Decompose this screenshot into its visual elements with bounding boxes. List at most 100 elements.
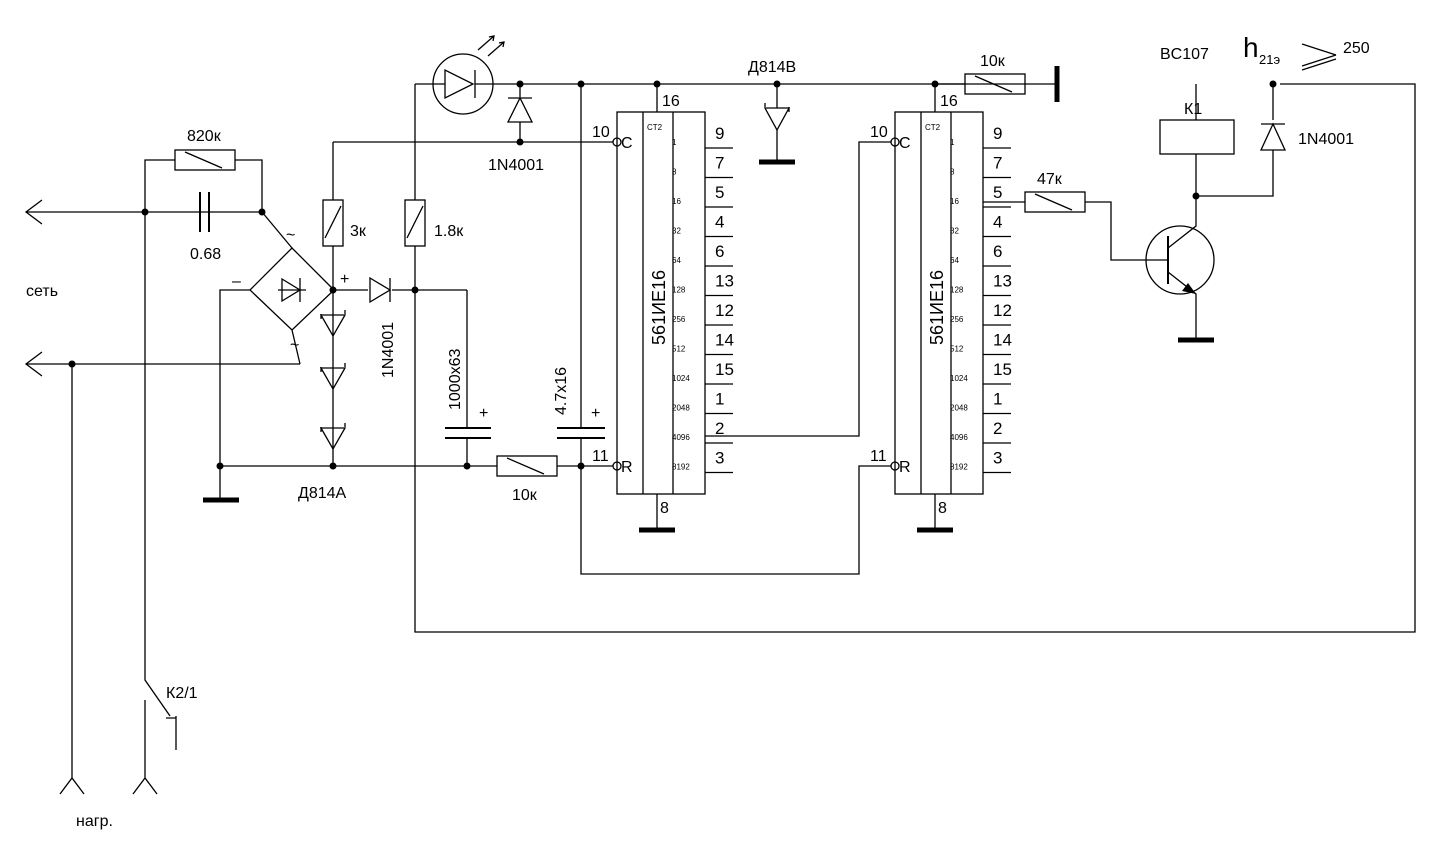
diode-1n4001-top: 1N4001 xyxy=(488,84,544,174)
resistor-10k-top-label: 10к xyxy=(980,53,1006,70)
chip1-pin-0: 9 xyxy=(715,124,724,143)
chip2-pin-5: 13 xyxy=(993,272,1012,291)
diode-relay-label: 1N4001 xyxy=(1298,131,1354,148)
chip2-weight-10: 4096 xyxy=(950,433,968,442)
capacitor-1000: 1000x63 + xyxy=(445,290,491,466)
diode-bridge: ~ ~ + – xyxy=(232,211,349,365)
capacitor-4-7: 4.7x16 + xyxy=(553,84,891,575)
chip1-weight-7: 512 xyxy=(672,345,686,354)
chip2-pin-r-num: 11 xyxy=(870,448,887,465)
mains-input: сеть xyxy=(24,199,300,377)
chip1-pin-c: C xyxy=(621,135,633,152)
bridge-minus: – xyxy=(232,273,241,290)
resistor-10k-bottom-label: 10к xyxy=(512,487,538,504)
chip1-pin-vdd: 16 xyxy=(662,93,680,110)
chip1-pin-r-num: 11 xyxy=(592,448,609,465)
chip1-pin-5: 13 xyxy=(715,272,734,291)
chip1-weight-10: 4096 xyxy=(672,433,690,442)
capacitor-4-7-plus: + xyxy=(591,405,600,422)
chip2-pin-c: C xyxy=(899,135,911,152)
chip2-pin-2: 5 xyxy=(993,183,1002,202)
gain-value: 250 xyxy=(1343,40,1370,57)
resistor-3k-label: 3к xyxy=(350,223,367,240)
capacitor-068: 0.68 xyxy=(190,192,221,263)
chip2-pin-6: 12 xyxy=(993,301,1012,320)
chip2-pin-10: 2 xyxy=(993,419,1002,438)
chip2-weight-0: 1 xyxy=(950,138,955,147)
zener-d814a-label: Д814А xyxy=(298,485,347,502)
chip1-pin-c-num: 10 xyxy=(592,124,610,141)
relay-k1: К1 xyxy=(1159,84,1274,197)
chip2-pin-c-num: 10 xyxy=(870,124,888,141)
chip2-weight-9: 2048 xyxy=(950,404,968,413)
chip2-pin-gnd: 8 xyxy=(938,500,947,517)
chip1-pin-gnd: 8 xyxy=(660,500,669,517)
capacitor-4-7-label: 4.7x16 xyxy=(553,367,570,415)
zener-d814a: Д814А xyxy=(298,290,347,502)
chip1-pin-1: 7 xyxy=(715,154,724,173)
capacitor-068-label: 0.68 xyxy=(190,246,221,263)
diode-1n4001-series: 1N4001 xyxy=(333,276,467,378)
diode-top-label: 1N4001 xyxy=(488,157,544,174)
chip2-pin-4: 6 xyxy=(993,242,1002,261)
bridge-plus: + xyxy=(340,271,349,288)
chip1-pin-9: 1 xyxy=(715,390,724,409)
resistor-820k: 820к xyxy=(144,128,263,212)
chip2-pin-9: 1 xyxy=(993,390,1002,409)
load-label: нагр. xyxy=(76,813,113,830)
chip1-weight-8: 1024 xyxy=(672,374,690,383)
transistor-label: BC107 xyxy=(1160,46,1209,63)
chip1-type: CT2 xyxy=(647,123,663,132)
chip2-weight-3: 32 xyxy=(950,227,959,236)
chip2-weight-2: 16 xyxy=(950,197,959,206)
chip1-pin-3: 4 xyxy=(715,213,724,232)
mains-label: сеть xyxy=(26,283,58,300)
chip1-pin-11: 3 xyxy=(715,449,724,468)
chip2-weight-1: 8 xyxy=(950,168,955,177)
zener-d814v: Д814В xyxy=(748,59,796,165)
resistor-1-8k-label: 1.8к xyxy=(434,223,464,240)
resistor-47k: 47к xyxy=(983,171,1145,261)
chip1-pin-r: R xyxy=(621,459,633,476)
gain-h: h xyxy=(1243,32,1259,63)
gain-sub: 21э xyxy=(1259,52,1280,67)
relay-label: К1 xyxy=(1184,101,1202,118)
chip1-weight-6: 256 xyxy=(672,315,686,324)
zener-d814v-label: Д814В xyxy=(748,59,796,76)
photo-led xyxy=(415,35,1025,115)
chip2-weight-7: 512 xyxy=(950,345,964,354)
chip2-pin-3: 4 xyxy=(993,213,1002,232)
chip2-pin-8: 15 xyxy=(993,360,1012,379)
chip1-weight-1: 8 xyxy=(672,168,677,177)
capacitor-1000-label: 1000x63 xyxy=(447,349,464,410)
chip1-pin-4: 6 xyxy=(715,242,724,261)
gain-annotation: h 21э 250 xyxy=(1243,32,1370,71)
chip1-weight-3: 32 xyxy=(672,227,681,236)
chip1-weight-2: 16 xyxy=(672,197,681,206)
chip2-name: 561ИЕ16 xyxy=(927,270,947,345)
resistor-3k: 3к xyxy=(322,141,613,290)
chip2-weight-5: 128 xyxy=(950,286,964,295)
chip1-pin-7: 14 xyxy=(715,331,734,350)
relay-contact-k2: К2/1 xyxy=(132,212,198,795)
resistor-10k-top: 10к xyxy=(935,53,1060,102)
bridge-ac-bottom: ~ xyxy=(290,337,299,354)
resistor-47k-label: 47к xyxy=(1037,171,1063,188)
chip1-name: 561ИЕ16 xyxy=(649,270,669,345)
chip1-weight-11: 8192 xyxy=(672,463,690,472)
diode-series-label: 1N4001 xyxy=(380,322,397,378)
diode-1n4001-relay: 1N4001 xyxy=(1259,122,1354,151)
chip1-weight-0: 1 xyxy=(672,138,677,147)
chip2-weight-4: 64 xyxy=(950,256,959,265)
chip1-pin-6: 12 xyxy=(715,301,734,320)
chip2-pin-r: R xyxy=(899,459,911,476)
chip2-pin-0: 9 xyxy=(993,124,1002,143)
chip1-pin-10: 2 xyxy=(715,419,724,438)
chip2-pin-7: 14 xyxy=(993,331,1012,350)
chip2-type: CT2 xyxy=(925,123,941,132)
